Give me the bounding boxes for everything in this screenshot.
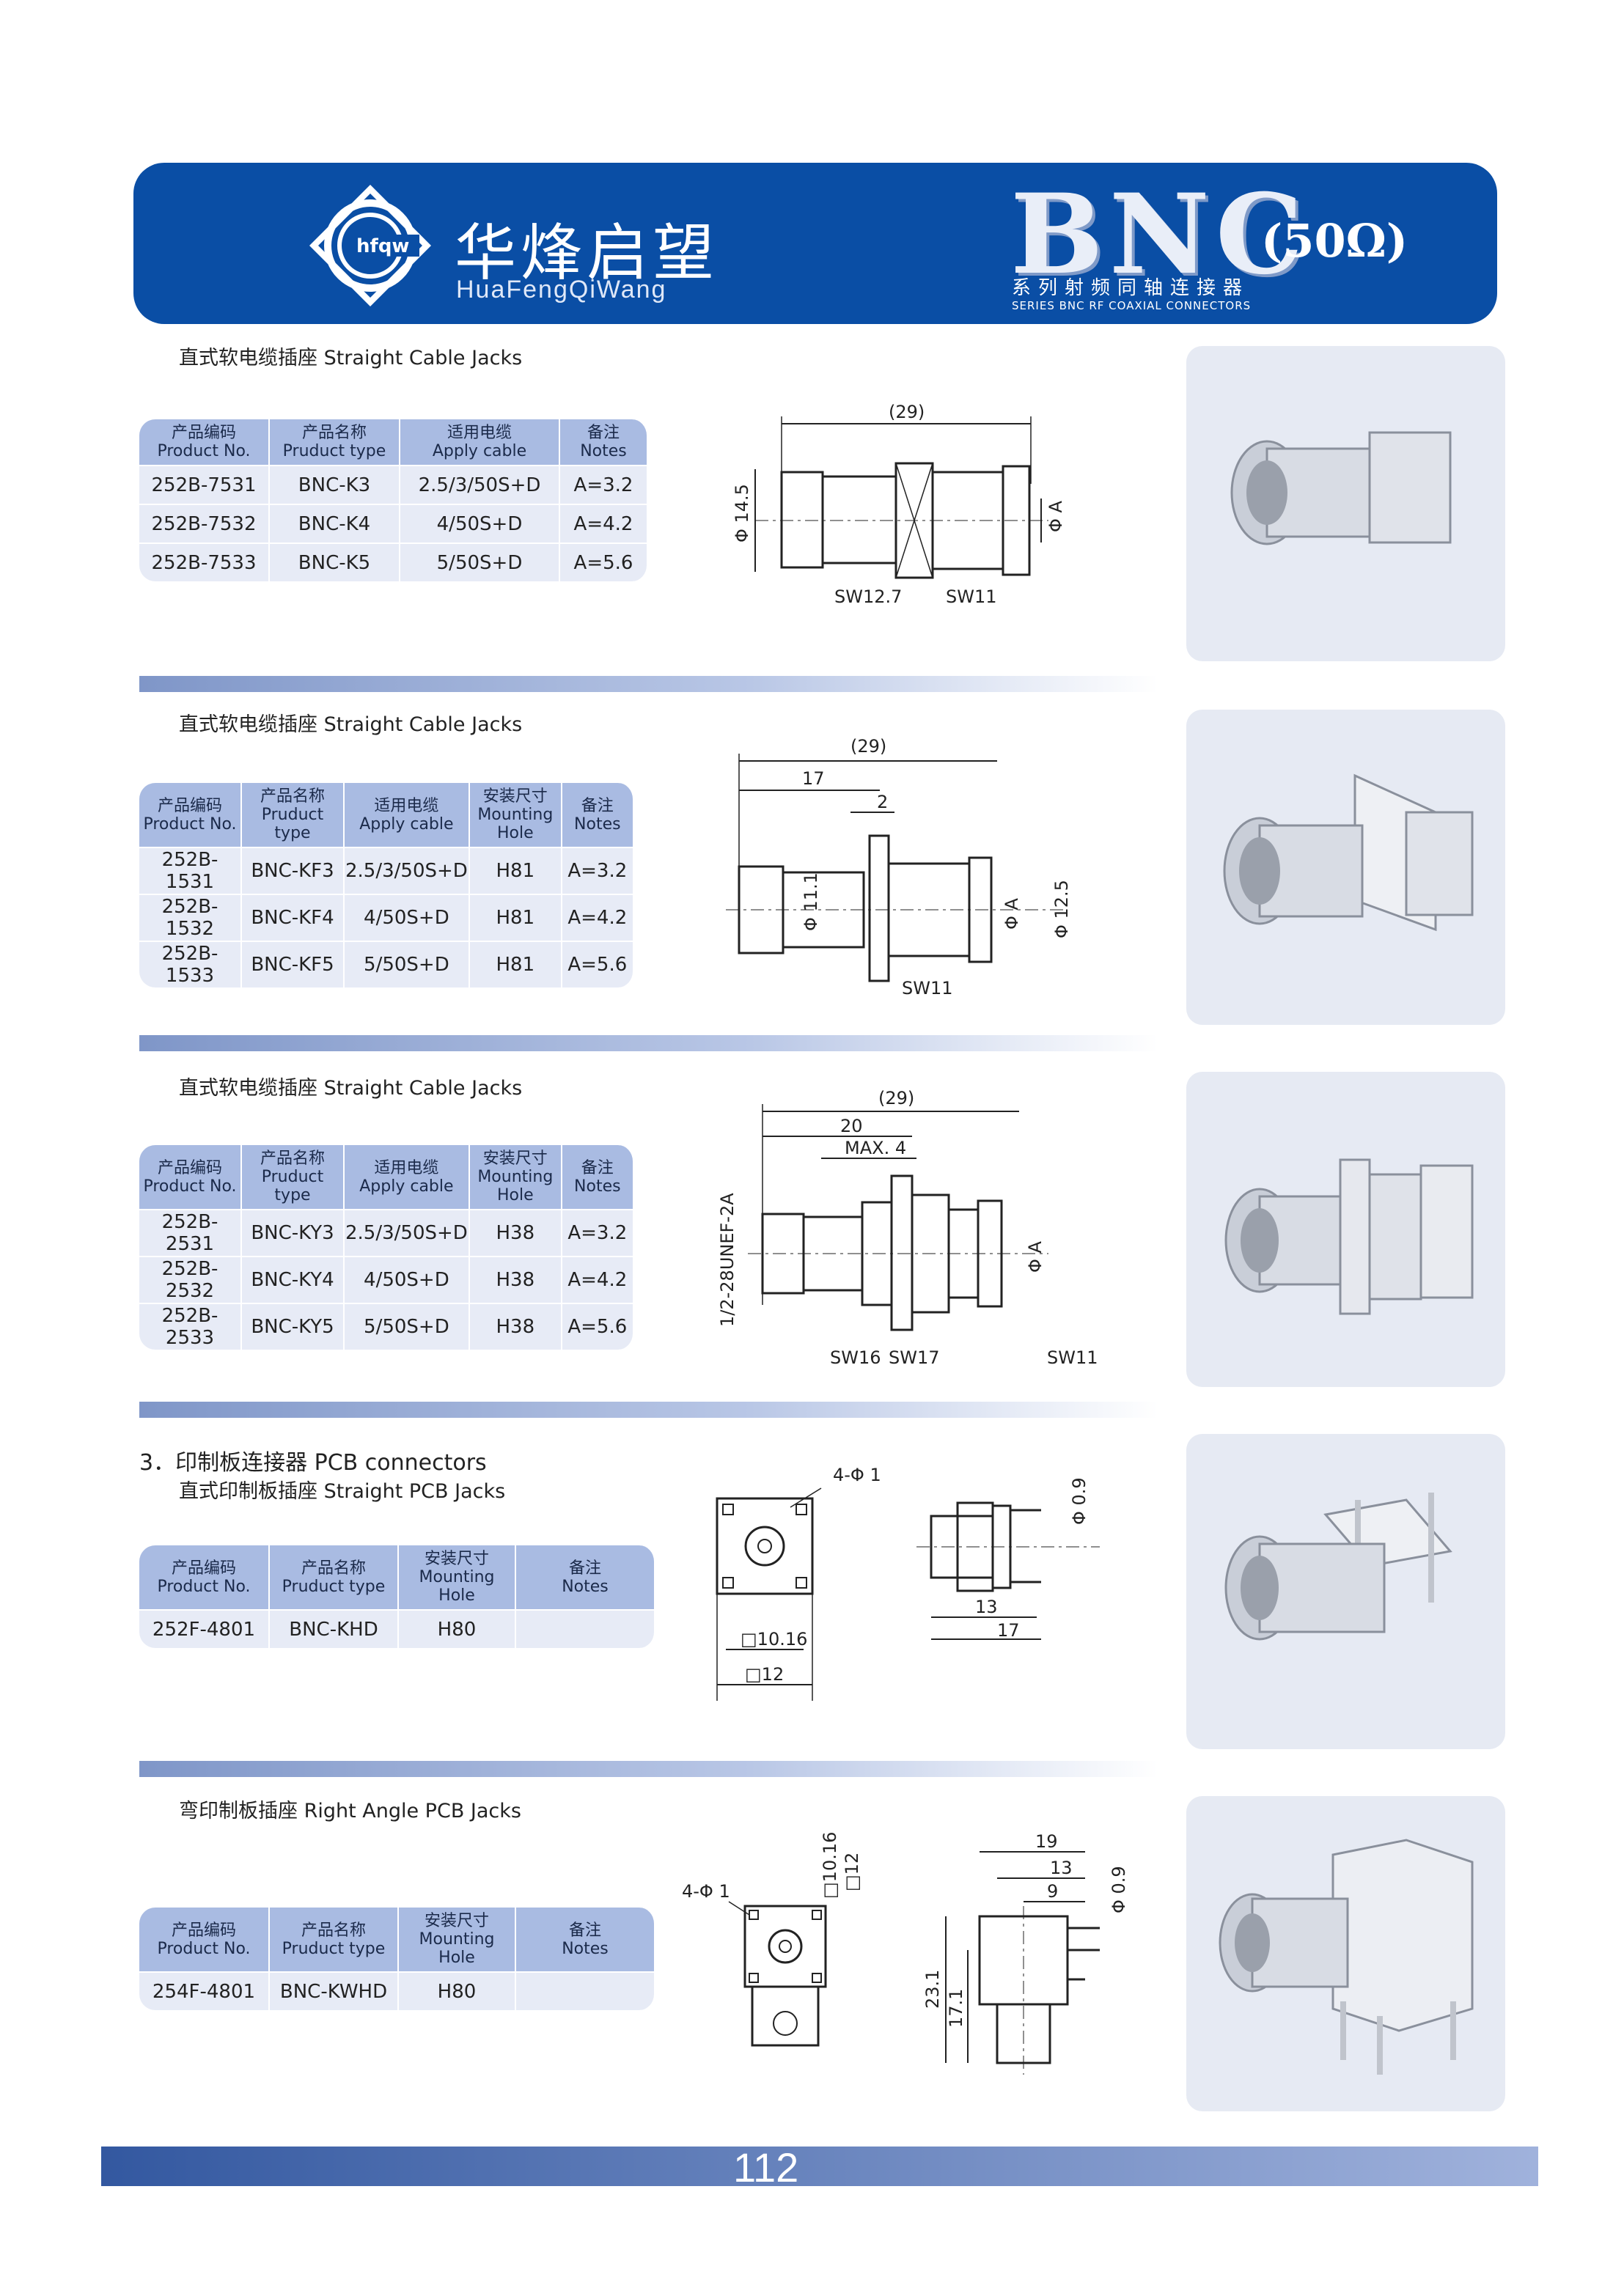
svg-text:(29): (29)	[889, 402, 925, 422]
svg-text:SW11: SW11	[946, 586, 997, 607]
photo-bnc-kwhd	[1186, 1796, 1505, 2111]
svg-text:Φ 11.1: Φ 11.1	[801, 872, 821, 931]
series-title: BNC	[1010, 170, 1309, 299]
svg-text:4-Φ 1: 4-Φ 1	[833, 1465, 881, 1485]
svg-text:□10.16: □10.16	[741, 1629, 807, 1649]
svg-text:SW12.7: SW12.7	[834, 586, 902, 607]
section-5-label: 弯印制板插座 Right Angle PCB Jacks	[179, 1800, 521, 1822]
svg-text:13: 13	[1050, 1858, 1073, 1878]
footer-bar	[101, 2147, 1538, 2186]
svg-text:Φ 0.9: Φ 0.9	[1109, 1866, 1129, 1913]
svg-text:□12: □12	[842, 1853, 862, 1891]
photo-bnc-k	[1186, 346, 1505, 661]
svg-text:SW16: SW16	[830, 1347, 881, 1368]
section-divider	[139, 1402, 1158, 1418]
section-2-label: 直式软电缆插座 Straight Cable Jacks	[179, 713, 523, 736]
svg-text:19: 19	[1035, 1831, 1058, 1852]
svg-text:17: 17	[802, 768, 825, 789]
svg-text:13: 13	[975, 1597, 998, 1617]
svg-text:Φ A: Φ A	[1025, 1240, 1046, 1273]
svg-text:□12: □12	[745, 1664, 784, 1685]
svg-text:Φ A: Φ A	[1002, 897, 1022, 930]
section-3-label: 直式软电缆插座 Straight Cable Jacks	[179, 1077, 523, 1100]
drawing-bnc-kwhd: 4-Φ 1 □10.16 □12 19 13 9 Φ 0.9 23.1 17.1	[682, 1831, 1129, 2075]
pcb-connectors-heading: 3．印制板连接器 PCB connectors	[139, 1450, 487, 1476]
svg-text:SW11: SW11	[902, 978, 953, 998]
svg-text:17.1: 17.1	[946, 1989, 966, 2028]
photo-bnc-kf	[1186, 710, 1505, 1025]
drawing-bnc-ky: (29) 20 MAX. 4 1/2-28UNEF-2A Φ A SW16 SW…	[717, 1088, 1098, 1368]
drawing-bnc-khd: 4-Φ 1 □10.16 □12 Φ 0.9 13 17	[716, 1465, 1100, 1701]
svg-text:17: 17	[997, 1620, 1020, 1641]
series-subtitle-en: SERIES BNC RF COAXIAL CONNECTORS	[1012, 299, 1252, 312]
company-logo-icon: hfqw	[309, 185, 431, 306]
section-divider	[139, 1035, 1158, 1051]
section-1-label: 直式软电缆插座 Straight Cable Jacks	[179, 347, 523, 369]
svg-text:1/2-28UNEF-2A: 1/2-28UNEF-2A	[717, 1193, 738, 1327]
svg-text:MAX. 4: MAX. 4	[845, 1138, 906, 1158]
svg-text:4-Φ 1: 4-Φ 1	[682, 1881, 730, 1902]
section-4-label: 直式印制板插座 Straight PCB Jacks	[179, 1480, 506, 1503]
photo-bnc-ky	[1186, 1072, 1505, 1387]
page-number: 112	[733, 2144, 799, 2190]
svg-text:9: 9	[1047, 1881, 1058, 1902]
series-subtitle-cn: 系列射频同轴连接器	[1012, 277, 1250, 299]
svg-text:(29): (29)	[878, 1088, 914, 1108]
section-divider	[139, 1761, 1158, 1777]
svg-text:SW17: SW17	[889, 1347, 940, 1368]
svg-text:Φ 12.5: Φ 12.5	[1051, 880, 1072, 938]
svg-text:Φ 14.5: Φ 14.5	[732, 484, 752, 542]
svg-text:(29): (29)	[850, 736, 886, 757]
svg-text:SW11: SW11	[1047, 1347, 1098, 1368]
logo-text: hfqw	[356, 235, 409, 257]
impedance-label: (50Ω)	[1261, 214, 1408, 268]
section-divider	[139, 676, 1158, 692]
svg-text:□10.16: □10.16	[820, 1832, 840, 1899]
brand-name-en: HuaFengQiWang	[456, 276, 667, 304]
svg-text:Φ A: Φ A	[1046, 500, 1066, 532]
svg-text:20: 20	[840, 1116, 863, 1136]
svg-text:Φ 0.9: Φ 0.9	[1069, 1477, 1090, 1525]
drawing-bnc-kf: (29) 17 2 Φ 11.1 Φ A Φ 12.5 SW11	[726, 736, 1072, 998]
drawing-bnc-k: (29) Φ 14.5 Φ A SW12.7 SW11	[732, 402, 1066, 607]
svg-text:2: 2	[877, 792, 888, 812]
svg-text:23.1: 23.1	[922, 1970, 943, 2009]
photo-bnc-khd	[1186, 1434, 1505, 1749]
brand-name-cn: 华烽启望	[455, 217, 719, 289]
